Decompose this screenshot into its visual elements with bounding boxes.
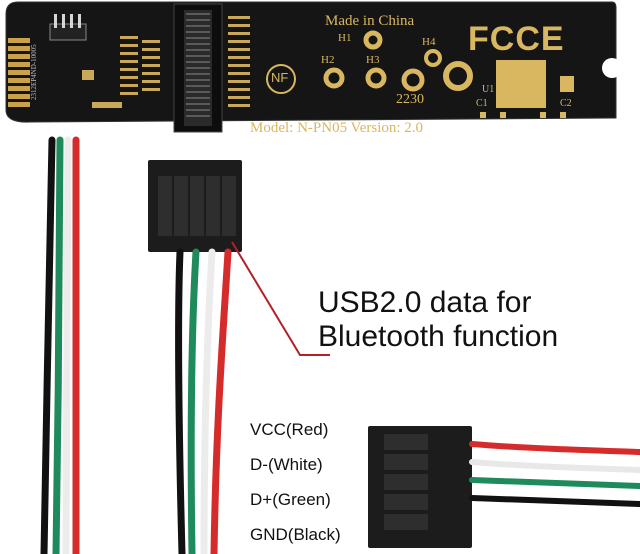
model-label: Model: N-PN05 Version: 2.0 (250, 120, 424, 136)
hole-label-h1: H1 (338, 32, 352, 44)
hole-label-h2: H2 (321, 54, 335, 66)
callout-line-2: Bluetooth function (318, 320, 559, 353)
pin-label-d-minus: D-(White) (250, 455, 323, 474)
hole-label-h3: H3 (366, 54, 380, 66)
gold-edge-contacts (8, 38, 30, 107)
chip-pad-u1 (496, 60, 546, 108)
hole-label-h4: H4 (422, 36, 436, 48)
nf-mark-label: NF (271, 70, 289, 85)
header-pins (49, 14, 87, 41)
u1-label: U1 (482, 84, 495, 95)
dupont-connector-middle (148, 160, 242, 252)
callout-leader-line (231, 241, 330, 356)
made-in-label: Made in China (325, 13, 415, 29)
callout-line-1: USB2.0 data for (318, 286, 532, 319)
pin-label-vcc: VCC(Red) (250, 420, 329, 439)
c2-label: C2 (560, 98, 572, 109)
size-code-label: 2230 (396, 92, 424, 107)
pin-label-gnd: GND(Black) (250, 525, 341, 544)
mounting-holes (323, 30, 473, 92)
cable-bundle-right (469, 441, 640, 507)
fcc-ce-logo: FCCE (468, 20, 565, 58)
serial-label: 2312EP4ND-10005 (30, 44, 38, 100)
pin-label-d-plus: D+(Green) (250, 490, 331, 509)
cable-bundle-middle (175, 248, 232, 554)
m2-slot-connector (173, 3, 223, 133)
cable-bundle-left (40, 136, 80, 554)
dupont-connector-right (368, 426, 472, 548)
nf-logo-icon (266, 64, 296, 94)
m2-adapter-board (5, 1, 622, 133)
c1-label: C1 (476, 98, 488, 109)
